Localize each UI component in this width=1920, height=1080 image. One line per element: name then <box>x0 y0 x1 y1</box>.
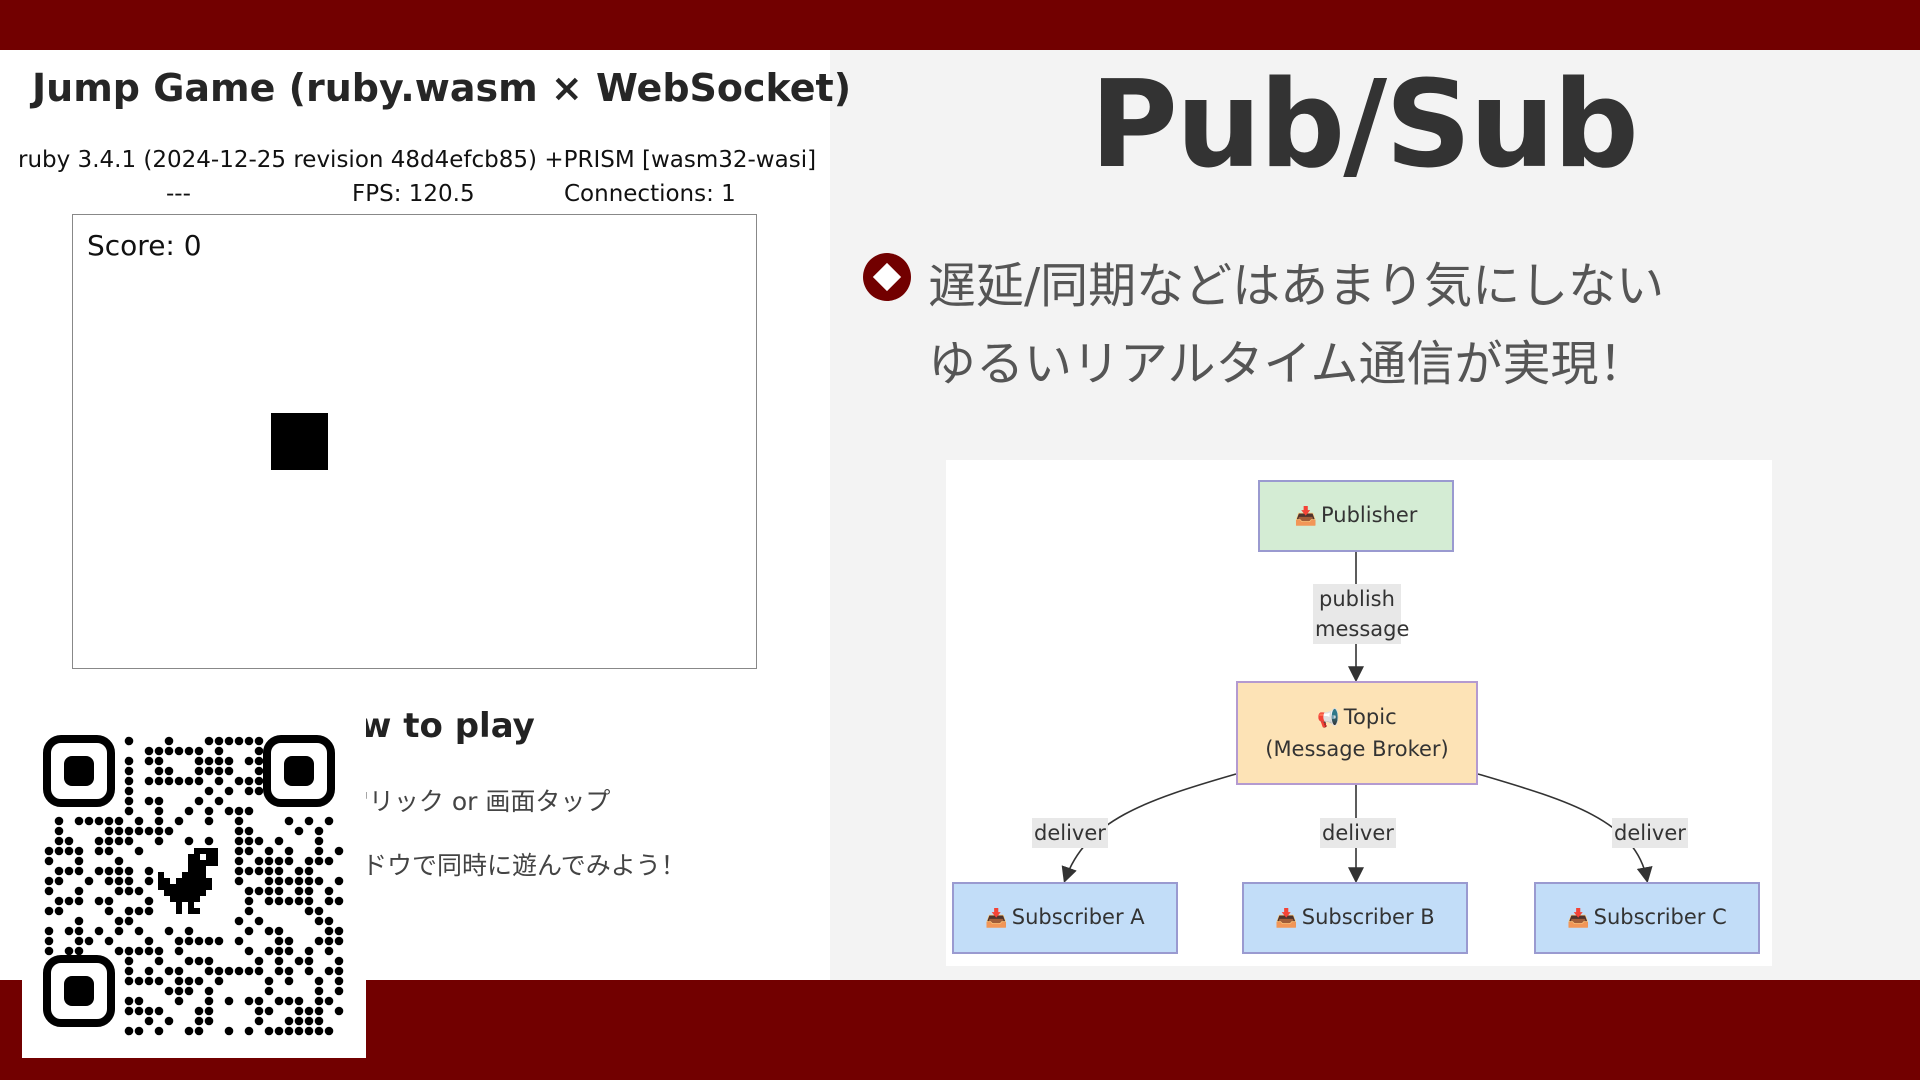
howto-title: w to play <box>360 706 535 746</box>
publish-edge-label: publish message <box>1313 584 1410 644</box>
topic-label: Topic <box>1343 705 1397 729</box>
bullet-text-line-2: ゆるいリアルタイム通信が実現！ <box>928 336 1647 392</box>
inbox-tray-icon: 📥 <box>1275 908 1298 929</box>
status-placeholder: --- <box>166 181 191 207</box>
game-canvas[interactable]: Score: 0 <box>72 214 757 669</box>
howto-instruction-1: 'リック or 画面タップ <box>362 787 611 816</box>
megaphone-icon: 📢 <box>1317 708 1340 729</box>
publisher-node: 📥Publisher <box>1258 480 1454 552</box>
inbox-tray-icon: 📥 <box>985 908 1008 929</box>
game-title: Jump Game (ruby.wasm × WebSocket) <box>32 66 852 110</box>
edge-deliver-c <box>1477 773 1653 884</box>
deliver-b-label: deliver <box>1320 818 1396 848</box>
deliver-c-label: deliver <box>1612 818 1688 848</box>
qr-code-image <box>43 735 344 1036</box>
subscriber-a-node: 📥Subscriber A <box>952 882 1178 954</box>
qr-code <box>22 712 366 1058</box>
fps-readout: FPS: 120.5 <box>352 181 475 207</box>
subscriber-c-node: 📥Subscriber C <box>1534 882 1760 954</box>
publish-label-line-1: publish <box>1319 587 1395 611</box>
publisher-label: Publisher <box>1321 503 1418 527</box>
deliver-a-label: deliver <box>1032 818 1108 848</box>
player-block <box>271 413 328 470</box>
inbox-tray-icon: 📥 <box>1294 506 1317 527</box>
bullet-diamond-icon <box>863 253 911 301</box>
dinosaur-icon <box>158 848 218 914</box>
subscriber-c-label: Subscriber C <box>1593 905 1727 929</box>
topic-node: 📢Topic (Message Broker) <box>1236 681 1478 785</box>
inbox-tray-icon: 📥 <box>1567 908 1590 929</box>
bullet-text-line-1: 遅延/同期などはあまり気にしない <box>928 258 1665 314</box>
edge-deliver-a <box>1061 773 1237 884</box>
slide-title: Pub/Sub <box>1090 56 1639 195</box>
subscriber-a-label: Subscriber A <box>1011 905 1145 929</box>
howto-instruction-2: ドウで同時に遊んでみよう！ <box>362 851 686 880</box>
subscriber-b-node: 📥Subscriber B <box>1242 882 1468 954</box>
pubsub-diagram: 📥Publisher publish message 📢Topic (Messa… <box>946 460 1772 966</box>
connections-readout: Connections: 1 <box>564 181 736 207</box>
topic-sublabel: (Message Broker) <box>1265 737 1449 761</box>
score-text: Score: 0 <box>87 229 202 262</box>
subscriber-b-label: Subscriber B <box>1301 905 1435 929</box>
ruby-version-text: ruby 3.4.1 (2024-12-25 revision 48d4efcb… <box>18 147 817 173</box>
publish-label-line-2: message <box>1315 617 1410 641</box>
slide-top-band <box>0 0 1920 50</box>
